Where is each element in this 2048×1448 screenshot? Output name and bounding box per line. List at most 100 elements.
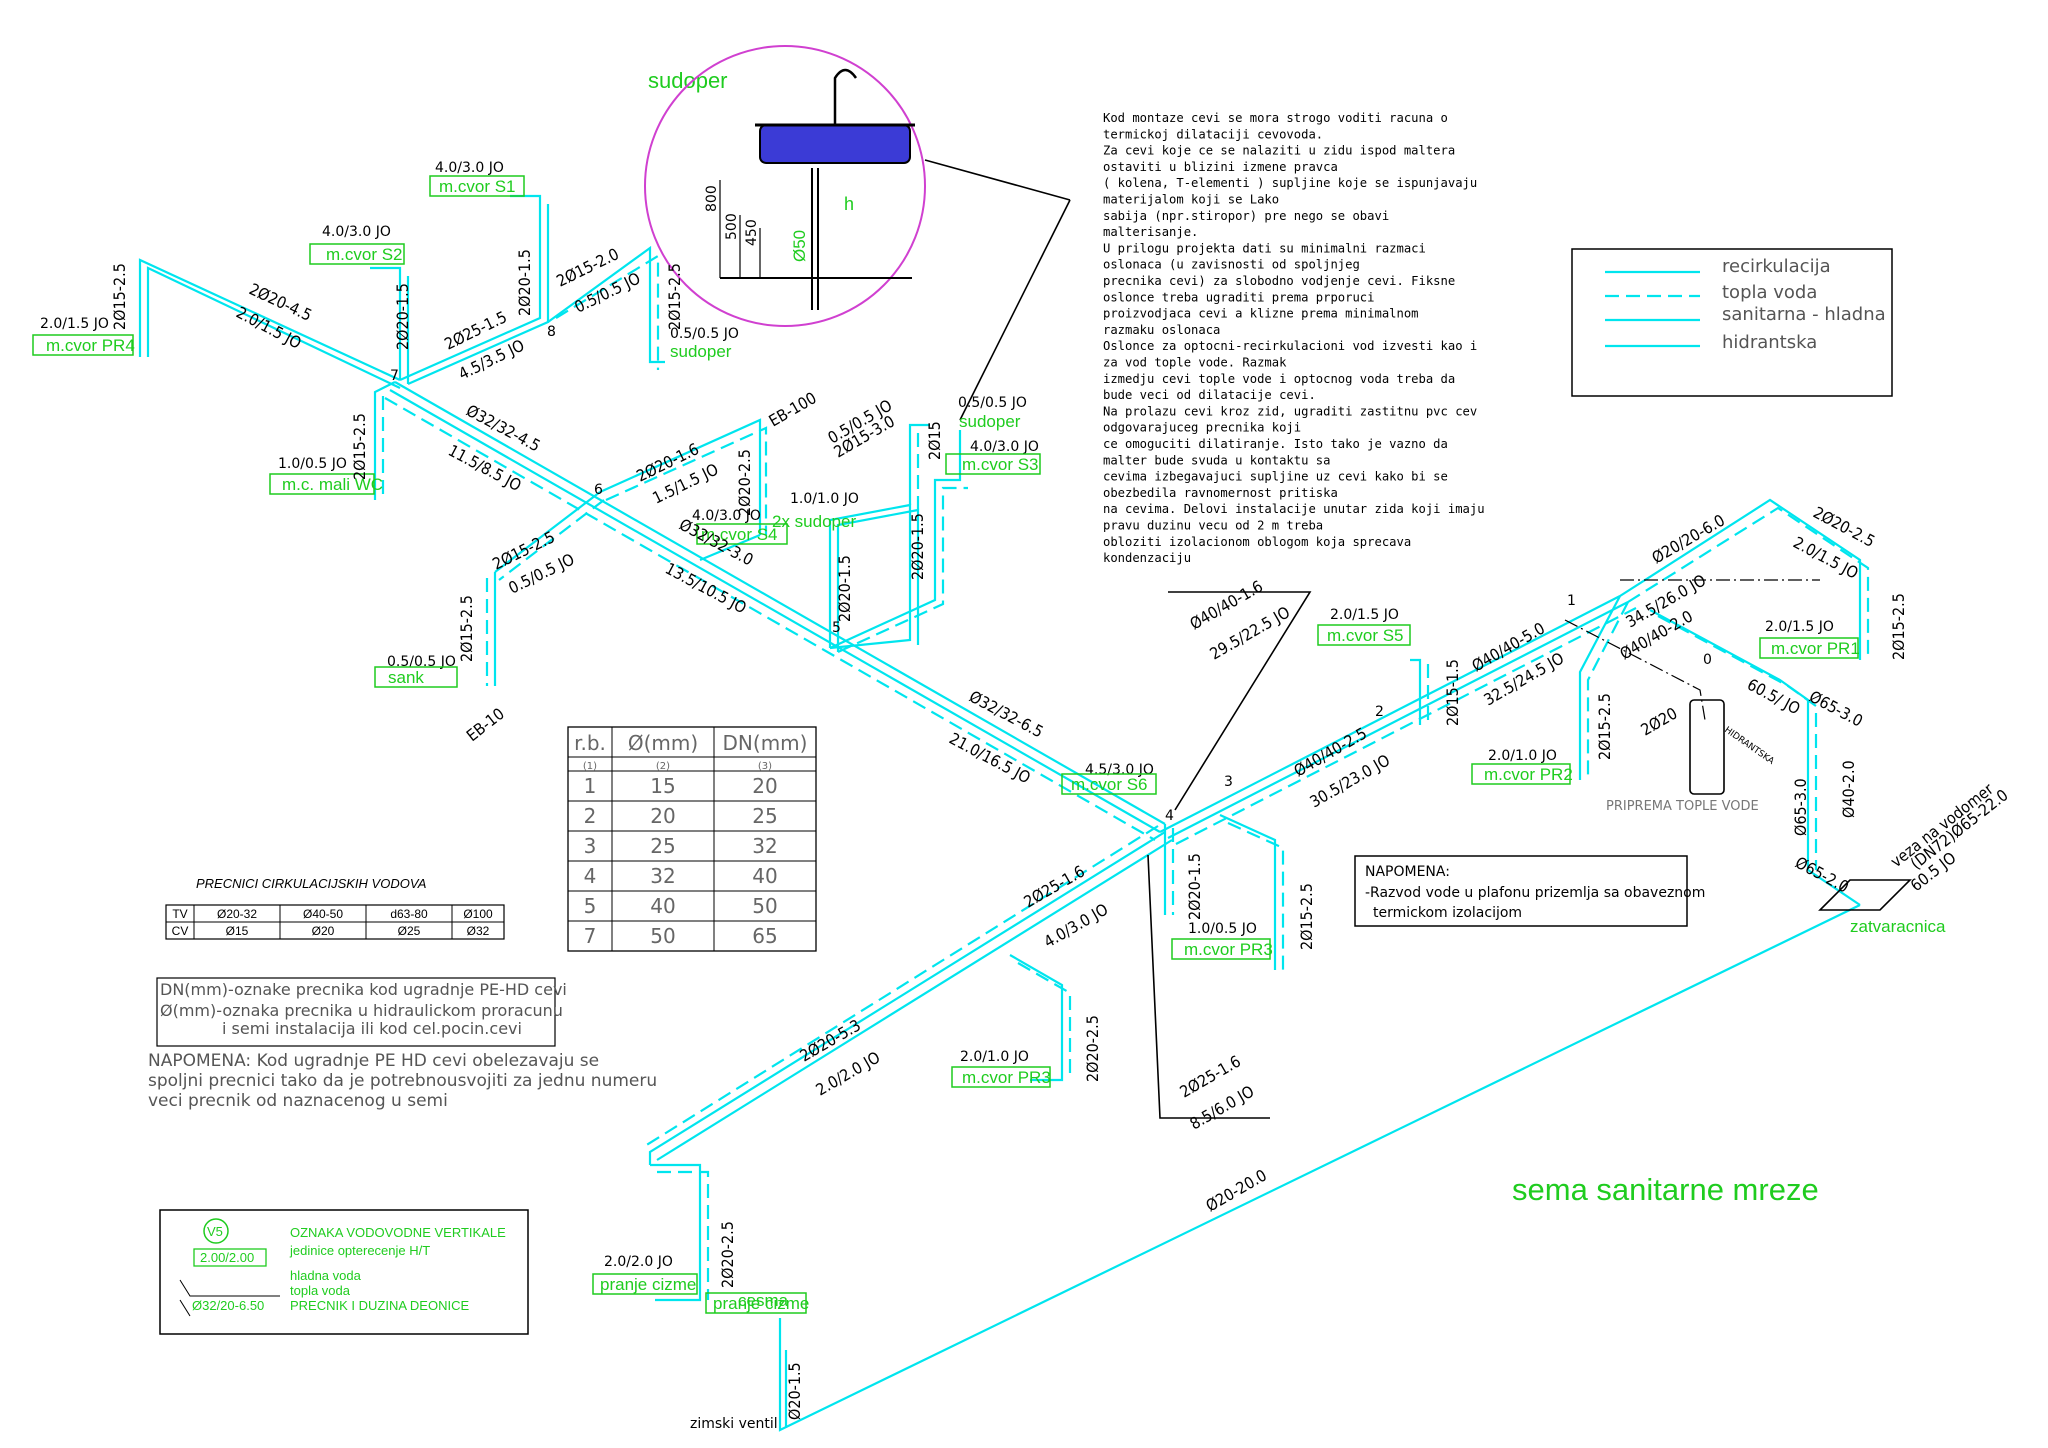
pipe-dimension: 2Ø15-2.5	[1595, 693, 1614, 760]
dn-note: DN(mm)-oznake precnika kod ugradnje PE-H…	[156, 977, 567, 1047]
fixture-load: 2.0/1.5 JO	[40, 316, 109, 332]
circ-table-cell: CV	[172, 924, 189, 938]
construction-notes: Kod montaze cevi se mora strogo voditi r…	[1103, 111, 1485, 565]
fixture-label: m.cvor PR2	[1484, 765, 1573, 784]
fixture-load: 2.0/1.0 JO	[960, 1049, 1029, 1065]
circ-table-cell: Ø20	[312, 924, 335, 938]
pipe-network	[138, 194, 1870, 1432]
fixture-label: m.cvor S6	[1071, 775, 1148, 794]
dn-table-cell: 25	[650, 834, 675, 858]
legend-recirculation: recirkulacija	[1722, 256, 1831, 277]
svg-text:2.00/2.00: 2.00/2.00	[200, 1250, 254, 1265]
circ-table-cell: Ø20-32	[217, 907, 257, 921]
misc-labels: cesma zimski ventil zatvaracnica PRIPREM…	[690, 725, 1946, 1432]
legend-hot-water: topla voda	[1722, 282, 1817, 303]
sink-basin	[759, 124, 911, 164]
svg-text:topla voda: topla voda	[290, 1283, 351, 1298]
fixture-box	[1471, 763, 1571, 785]
circ-table-cell: Ø25	[398, 924, 421, 938]
svg-text:hladna voda: hladna voda	[290, 1268, 362, 1283]
svg-text:500: 500	[724, 213, 740, 240]
dn-table-cell: 4	[584, 864, 597, 888]
dn-table-cell: 5	[584, 894, 597, 918]
note-line: malterisanje.	[1103, 225, 1198, 239]
fixture-box	[945, 453, 1041, 475]
hot-water-prep-label: PRIPREMA TOPLE VODE	[1606, 799, 1759, 814]
legend-cold-water: sanitarna - hladna	[1722, 304, 1886, 325]
node-number: 0	[1703, 652, 1712, 668]
pipe-dimension: EB-10	[463, 704, 508, 745]
fixture-box	[1759, 637, 1859, 659]
fixture-load: 1.0/1.0 JO	[790, 491, 859, 507]
fixture-label: m.cvor PR3	[1184, 940, 1273, 959]
napomena-box: NAPOMENA: -Razvod vode u plafonu prizeml…	[1354, 855, 1705, 927]
pipe-dimension: 2Ø15-1.5	[1443, 659, 1462, 726]
note-line: kondenzaciju	[1103, 551, 1191, 565]
node-number: 7	[390, 368, 399, 384]
fixture-load: 4.0/3.0 JO	[435, 160, 504, 176]
pipe-dimension: 2Ø15-2.5	[1889, 593, 1908, 660]
dn-table-cell: 2	[584, 804, 597, 828]
sink-detail: sudoper 800 500 450 Ø50 h	[644, 45, 926, 327]
pipe-dimension: 2Ø20-2.5	[718, 1221, 737, 1288]
note-line: razmaku oslonaca	[1103, 323, 1220, 337]
note-line: Za cevi koje ce se nalaziti u zidu ispod…	[1103, 144, 1455, 158]
fixture-box	[309, 243, 405, 265]
dn-table-header: r.b.	[574, 731, 606, 755]
fixture-load: 1.0/0.5 JO	[278, 456, 347, 472]
fixture-load: 0.5/0.5 JO	[387, 654, 456, 670]
node-number: 3	[1224, 774, 1233, 790]
circ-table-cell: TV	[172, 907, 187, 921]
dn-table-cell: 50	[752, 894, 777, 918]
node-number: 2	[1375, 704, 1384, 720]
sink-detail-circle	[644, 45, 926, 327]
dn-table-cell: 15	[650, 774, 675, 798]
pipe-dimension: 2Ø15-2.5	[110, 263, 129, 330]
dn-table-cell: 40	[650, 894, 675, 918]
circ-table-cell: Ø40-50	[303, 907, 343, 921]
fixture-load: 1.0/0.5 JO	[1188, 921, 1257, 937]
hydrant-label: HIDRANTSKA	[1722, 725, 1776, 767]
note-line: Oslonce za optocni-recirkulacioni vod iz…	[1103, 339, 1477, 353]
svg-text:(3): (3)	[758, 761, 772, 772]
note-line: za vod tople vode. Razmak	[1103, 356, 1287, 370]
svg-text:800: 800	[704, 185, 720, 212]
note-line: cevima izbegavajuci supljine uz cevi kak…	[1103, 470, 1448, 484]
note-line: obezbedila ravnomernost pritiska	[1103, 486, 1338, 500]
pipe-dimension: 2Ø20-5.3	[797, 1016, 864, 1066]
fixture-label: m.cvor S4	[701, 525, 778, 544]
dn-table-cell: 20	[650, 804, 675, 828]
pipe-dimension: 2Ø20-1.5	[393, 283, 412, 350]
svg-text:termickom izolacijom: termickom izolacijom	[1373, 905, 1522, 921]
fixture-label: sank	[388, 668, 424, 687]
sink-detail-title: sudoper	[648, 68, 728, 93]
pipe-dimension: 21.0/16.5 JO	[946, 729, 1034, 788]
legend-hydrant: hidrantska	[1722, 332, 1817, 353]
pipe-dimension: 2Ø15-2.5	[665, 263, 684, 330]
svg-text:spoljni precnici tako da je po: spoljni precnici tako da je potrebnousvo…	[148, 1071, 657, 1091]
fixture-box	[705, 1292, 807, 1314]
fixture-box	[696, 523, 788, 545]
faucet-icon	[833, 68, 858, 125]
fixture-load: 2.0/1.5 JO	[1330, 607, 1399, 623]
node-number: 1	[1567, 593, 1576, 609]
pipe-dimension: Ø65-3.0	[1791, 778, 1810, 836]
pipe-dimension: 2Ø15-2.5	[1297, 883, 1316, 950]
pipe-dimension: 2Ø20-2.5	[735, 449, 754, 516]
cesma-label: cesma	[738, 1291, 789, 1310]
note-line: na cevima. Delovi instalacije unutar zid…	[1103, 502, 1485, 516]
winter-valve-label: zimski ventil	[690, 1416, 778, 1432]
napomena-pe-hd: NAPOMENA: Kod ugradnje PE HD cevi obelez…	[148, 1051, 657, 1111]
svg-text:OZNAKA VODOVODNE VERTIKALE: OZNAKA VODOVODNE VERTIKALE	[290, 1225, 506, 1240]
svg-text:veci precnik od naznacenog u s: veci precnik od naznacenog u semi	[148, 1091, 448, 1111]
fixture-load: 4.0/3.0 JO	[970, 439, 1039, 455]
pipe-dimension: 60.5/ JO	[1744, 675, 1803, 719]
fixture-load: 0.5/0.5 JO	[670, 326, 739, 342]
svg-text:h: h	[844, 194, 854, 214]
fixture-label: sudoper	[670, 342, 732, 361]
note-line: ce omoguciti dilatiranje. Isto tako je v…	[1103, 437, 1448, 451]
line-legend: recirkulacija topla voda sanitarna - hla…	[1571, 248, 1893, 397]
